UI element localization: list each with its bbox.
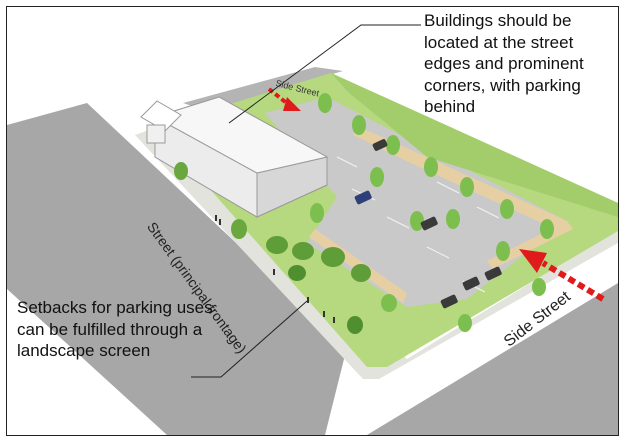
tree [352, 115, 366, 135]
tree [458, 314, 472, 332]
trees [174, 93, 554, 334]
building [140, 96, 329, 218]
car [372, 139, 388, 151]
tree [424, 157, 438, 177]
principal-street-road [7, 103, 347, 435]
tree [500, 199, 514, 219]
tree [540, 219, 554, 239]
car [440, 294, 458, 309]
pedestrians [215, 215, 335, 323]
callout-bottom-leader [191, 300, 308, 378]
tree [231, 219, 247, 239]
tree [174, 162, 188, 180]
tree [381, 294, 397, 312]
site-plan-illustration [7, 24, 618, 435]
car [462, 276, 480, 291]
tree [370, 167, 384, 187]
tree [288, 265, 306, 281]
tree [266, 236, 288, 254]
entry-arrow-side [519, 249, 605, 302]
tree [460, 177, 474, 197]
tree [446, 209, 460, 229]
tree [292, 242, 314, 260]
tree [347, 316, 363, 334]
diagram-frame: Side Street Street (principal frontage) … [6, 6, 619, 436]
tree [351, 264, 371, 282]
callout-landscape-screen: Setbacks for parking uses can be fulfill… [17, 298, 213, 360]
tree [532, 278, 546, 296]
parked-cars [354, 139, 502, 309]
car [420, 216, 438, 231]
tree [310, 203, 324, 223]
back-lawn-strip [331, 73, 618, 217]
entry-arrow-top [267, 87, 301, 111]
tree [496, 241, 510, 261]
tree [386, 135, 400, 155]
callout-building-placement: Buildings should be located at the stree… [424, 11, 584, 116]
tree [410, 211, 424, 231]
tree [321, 247, 345, 267]
side-street-road [367, 283, 618, 435]
callout-top-leader [228, 24, 421, 124]
car [354, 190, 372, 205]
car [484, 266, 502, 281]
tree [318, 93, 332, 113]
hedge-screen-back [353, 127, 567, 229]
